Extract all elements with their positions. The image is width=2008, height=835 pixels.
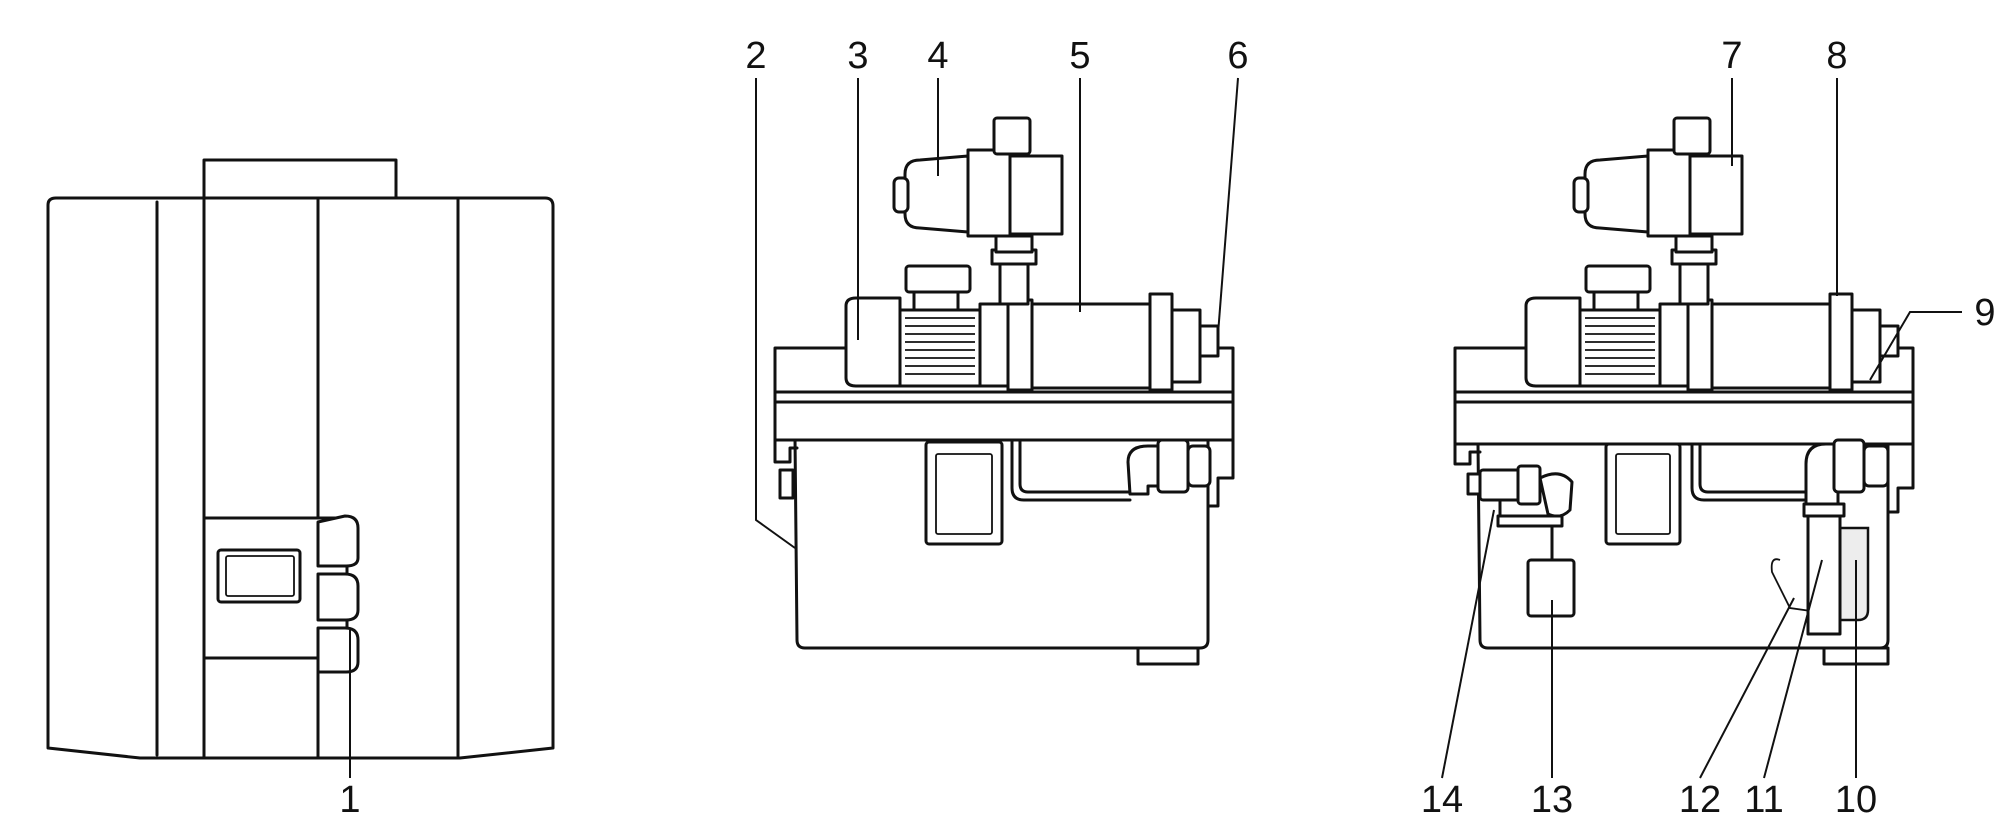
leader-2 [755, 78, 796, 549]
callout-label-12: 12 [1679, 779, 1721, 821]
callout-label-3: 3 [847, 35, 868, 77]
leader-6 [1217, 77, 1239, 335]
leader-14 [1441, 509, 1495, 779]
callout-label-6: 6 [1227, 35, 1248, 77]
callout-labels: 1 2 3 4 5 6 7 8 9 10 11 12 13 14 [339, 35, 1995, 821]
pump-unit-view-right [1453, 116, 1915, 666]
callout-leaders [349, 77, 1962, 779]
housing-front-view [46, 158, 555, 760]
callout-label-14: 14 [1421, 779, 1463, 821]
callout-label-7: 7 [1721, 35, 1742, 77]
leader-12 [1699, 597, 1795, 779]
callout-label-4: 4 [927, 35, 948, 77]
callout-label-1: 1 [339, 779, 360, 821]
leader-9 [1869, 311, 1962, 381]
callout-label-2: 2 [745, 35, 766, 77]
callout-label-5: 5 [1069, 35, 1090, 77]
callout-label-13: 13 [1531, 779, 1573, 821]
leader-11 [1763, 559, 1823, 779]
callout-label-10: 10 [1835, 779, 1877, 821]
pump-unit-view-left [773, 116, 1235, 666]
callout-label-8: 8 [1826, 35, 1847, 77]
callout-label-11: 11 [1744, 779, 1783, 821]
callout-label-9: 9 [1974, 292, 1995, 334]
